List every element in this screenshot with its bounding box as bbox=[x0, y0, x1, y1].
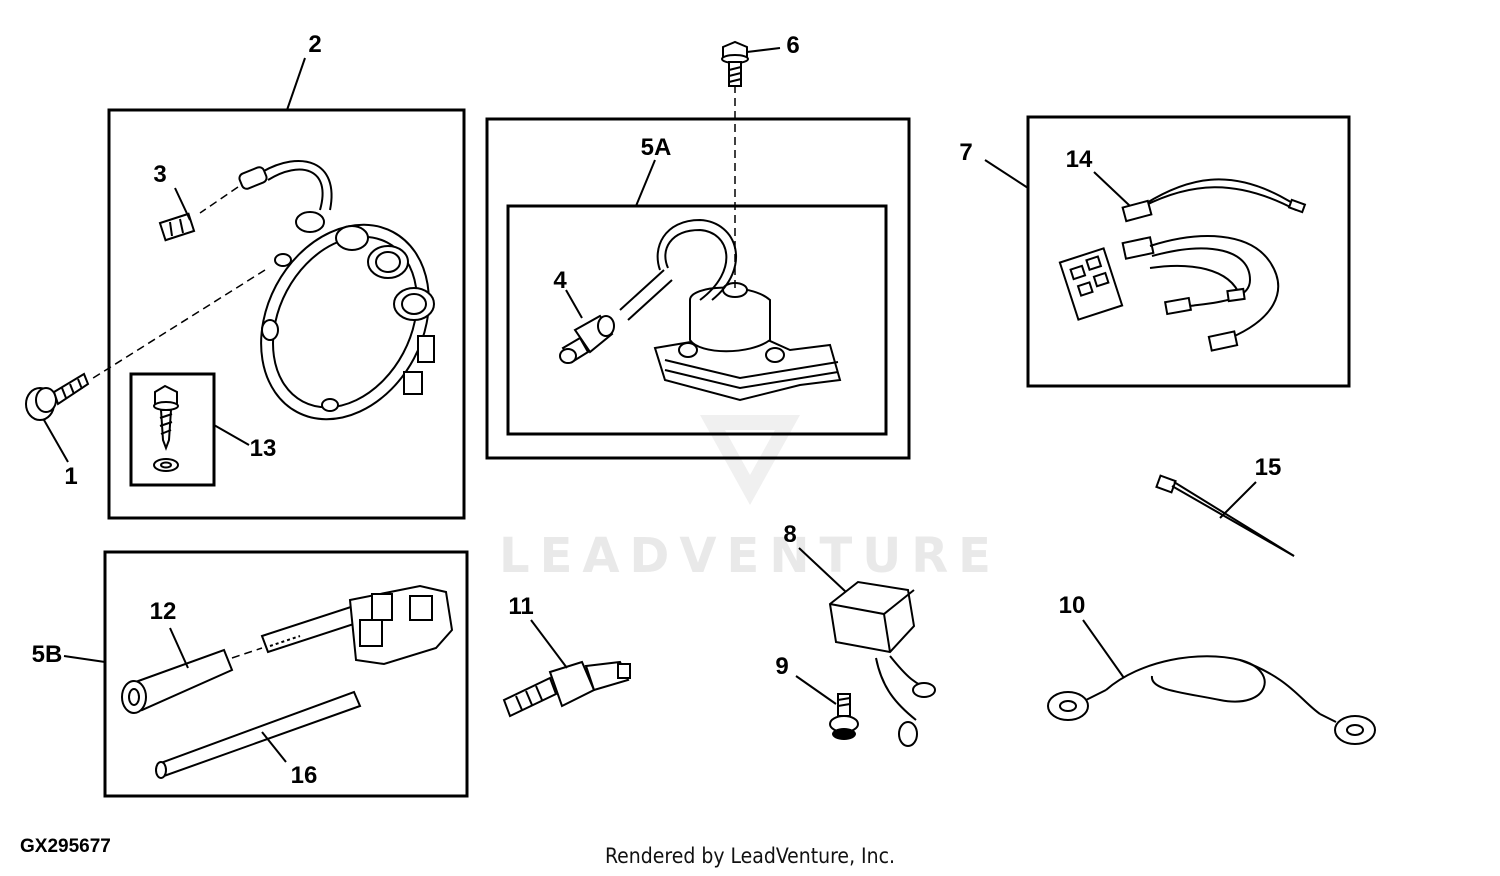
callout-14: 14 bbox=[1066, 146, 1093, 173]
kit-box-5B bbox=[103, 550, 469, 798]
kit-box-13 bbox=[129, 372, 216, 487]
figure-id: GX295677 bbox=[20, 836, 111, 857]
callouts: 2 3 1 13 5A 4 6 7 14 15 8 9 10 11 12 16 … bbox=[32, 31, 1282, 789]
leader-lines bbox=[43, 47, 1257, 763]
screw-9 bbox=[829, 693, 859, 740]
connector-3 bbox=[158, 212, 196, 242]
callout-6: 6 bbox=[786, 32, 799, 59]
callout-7: 7 bbox=[959, 139, 972, 166]
spark-plug-boot-12 bbox=[121, 647, 263, 714]
callout-8: 8 bbox=[783, 521, 796, 548]
spark-plug-11 bbox=[502, 660, 631, 718]
watermark: LEADVENTURE bbox=[499, 415, 1001, 584]
callout-11: 11 bbox=[508, 593, 533, 620]
callout-4: 4 bbox=[553, 267, 567, 294]
screw-1 bbox=[25, 372, 90, 421]
ground-cable-10 bbox=[1047, 655, 1376, 745]
screw-13 bbox=[153, 384, 179, 472]
callout-9: 9 bbox=[775, 653, 788, 680]
footer-credit: Rendered by LeadVenture, Inc. bbox=[605, 844, 895, 868]
cable-tie-15 bbox=[1155, 474, 1295, 557]
callout-10: 10 bbox=[1059, 592, 1086, 619]
dash-3 bbox=[199, 186, 239, 214]
callout-15: 15 bbox=[1255, 454, 1282, 481]
kit-box-7 bbox=[1026, 115, 1351, 388]
callout-13: 13 bbox=[250, 435, 277, 462]
kit-box-2 bbox=[107, 108, 466, 520]
spark-plug-boot-4 bbox=[559, 314, 615, 364]
watermark-text: LEADVENTURE bbox=[499, 528, 1001, 584]
callout-16: 16 bbox=[291, 762, 318, 789]
kit-box-5A-outer bbox=[485, 117, 911, 460]
bolt-6 bbox=[721, 40, 749, 87]
callout-12: 12 bbox=[150, 598, 177, 625]
stator-part bbox=[238, 159, 435, 421]
kit-box-5A-inner bbox=[506, 204, 888, 436]
tube-16 bbox=[155, 690, 362, 779]
wiring-harness-7 bbox=[1058, 178, 1307, 352]
callout-1: 1 bbox=[64, 463, 77, 490]
callout-3: 3 bbox=[153, 161, 166, 188]
callout-2: 2 bbox=[308, 31, 321, 58]
dash-1 bbox=[89, 269, 266, 381]
callout-5B: 5B bbox=[32, 641, 63, 668]
ignition-lead-assy bbox=[260, 584, 454, 666]
rectifier-8 bbox=[828, 580, 936, 747]
ignition-module bbox=[619, 218, 842, 402]
callout-5A: 5A bbox=[641, 134, 672, 161]
